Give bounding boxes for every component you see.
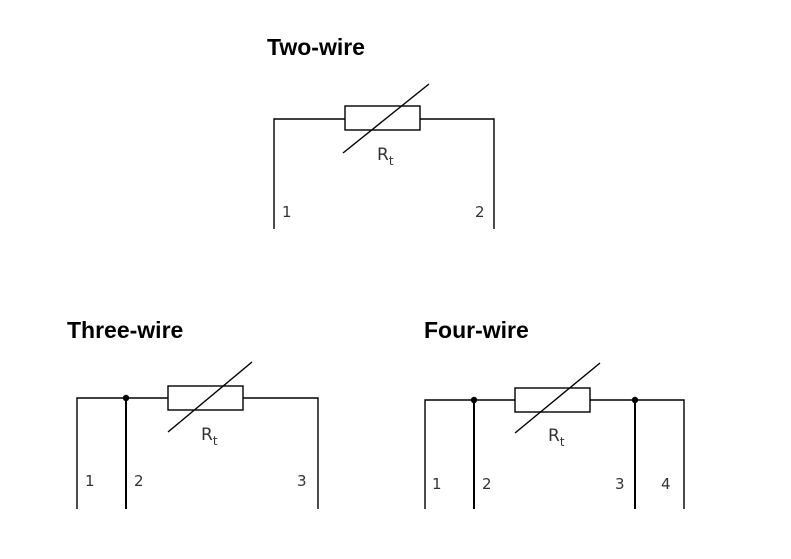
four-wire-left-junction-dot (470, 396, 478, 404)
three-wire-resistor (167, 385, 244, 411)
two-wire-variable-arrow (342, 83, 430, 154)
four-wire-terminal-3: 3 (615, 475, 625, 493)
two-wire-resistor (344, 105, 421, 131)
two-wire-right-lead (420, 118, 495, 229)
three-wire-circuit: Three-wire Rt 1 2 3 (67, 317, 319, 509)
two-wire-title: Two-wire (267, 34, 365, 60)
two-wire-terminal-2: 2 (475, 203, 485, 221)
four-wire-terminal-4: 4 (661, 475, 671, 493)
three-wire-terminal-3: 3 (297, 472, 307, 490)
four-wire-title: Four-wire (424, 317, 529, 343)
two-wire-circuit: Two-wire Rt 1 2 (267, 34, 495, 229)
two-wire-resistor-label: Rt (377, 145, 394, 168)
three-wire-title: Three-wire (67, 317, 183, 343)
four-wire-resistor (514, 387, 591, 413)
four-wire-resistor-label: Rt (548, 426, 565, 449)
four-wire-right-junction-dot (631, 396, 639, 404)
four-wire-left-lead (424, 399, 515, 509)
four-wire-terminal-1: 1 (432, 475, 442, 493)
three-wire-right-lead (243, 397, 319, 509)
four-wire-terminal-2: 2 (482, 475, 492, 493)
two-wire-left-lead (273, 118, 345, 229)
two-wire-terminal-1: 1 (282, 203, 292, 221)
three-wire-junction-dot (122, 394, 130, 402)
three-wire-left-lead (76, 397, 168, 509)
three-wire-resistor-label: Rt (201, 425, 218, 448)
four-wire-right-lead (590, 399, 685, 509)
four-wire-variable-arrow (514, 362, 601, 434)
four-wire-circuit: Four-wire Rt 1 2 3 4 (424, 317, 685, 509)
three-wire-terminal-2: 2 (134, 472, 144, 490)
three-wire-terminal-1: 1 (85, 472, 95, 490)
three-wire-variable-arrow (167, 361, 253, 433)
